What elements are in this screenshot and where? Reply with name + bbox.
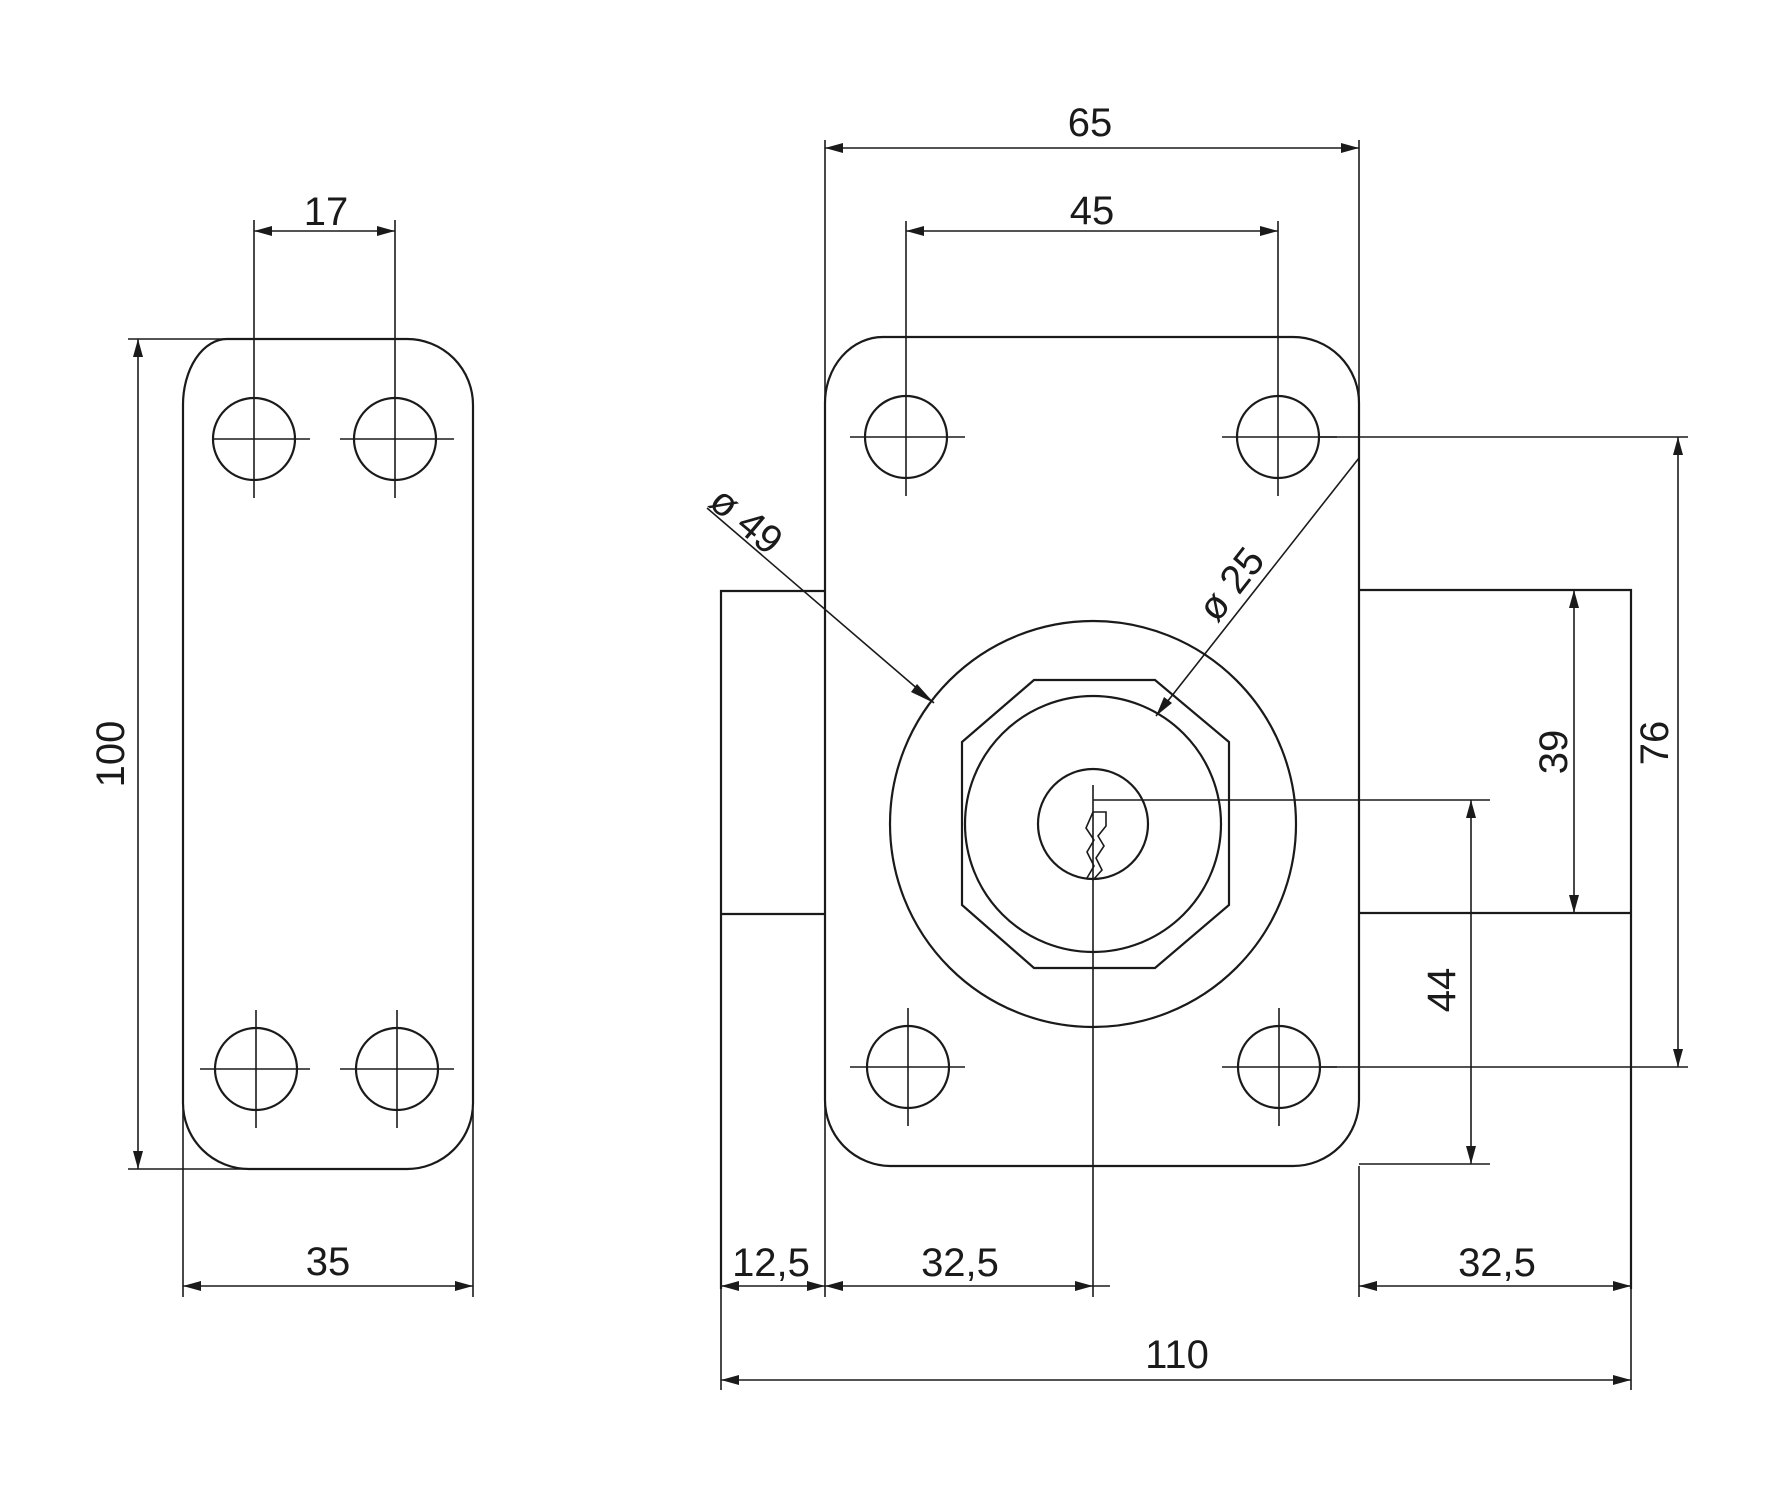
dim-32-5-left: 32,5 [825,1241,1110,1291]
dim-110-label: 110 [1145,1333,1209,1377]
dim-76-label: 76 [1633,721,1677,766]
bolt-right [1359,588,1633,1289]
bolt-left [719,589,825,1289]
front-view: 65 45 ø 49 ø 25 39 [701,101,1688,1390]
dim-dia-49-label: ø 49 [701,478,791,563]
dim-39: 39 [1360,589,1590,913]
dim-45-label: 45 [1070,189,1115,233]
dim-32-5-right: 32,5 [1358,1166,1631,1297]
dim-100-label: 100 [89,721,133,788]
dim-17-label: 17 [304,190,349,234]
dim-35: 35 [182,1110,474,1297]
dim-17: 17 [253,190,396,498]
dim-12-5-label: 12,5 [732,1241,810,1285]
dim-32-5-left-label: 32,5 [921,1241,999,1285]
dim-32-5-right-label: 32,5 [1458,1241,1536,1285]
side-plate-outline [181,337,475,1171]
dim-39-label: 39 [1532,730,1576,775]
front-hole-centerlines [850,436,1337,1126]
dim-dia-25: ø 25 [1155,457,1360,717]
side-view: 17 100 35 [89,190,475,1297]
front-plate-outline [823,335,1361,1168]
dim-76: 76 [1320,436,1688,1068]
dim-35-label: 35 [306,1240,351,1284]
dim-44-label: 44 [1420,968,1464,1013]
keyway [1085,811,1107,881]
dim-110: 110 [720,1289,1632,1390]
dim-12-5: 12,5 [721,1100,826,1297]
dim-dia-25-label: ø 25 [1189,539,1273,629]
cylinder-hex-housing [960,678,1231,970]
dim-100: 100 [89,338,249,1170]
dim-45: 45 [905,189,1279,496]
side-hole-centerlines [200,438,454,1128]
dim-65: 65 [824,101,1360,400]
dim-44: 44 [1420,800,1476,1164]
dim-65-label: 65 [1068,101,1113,145]
